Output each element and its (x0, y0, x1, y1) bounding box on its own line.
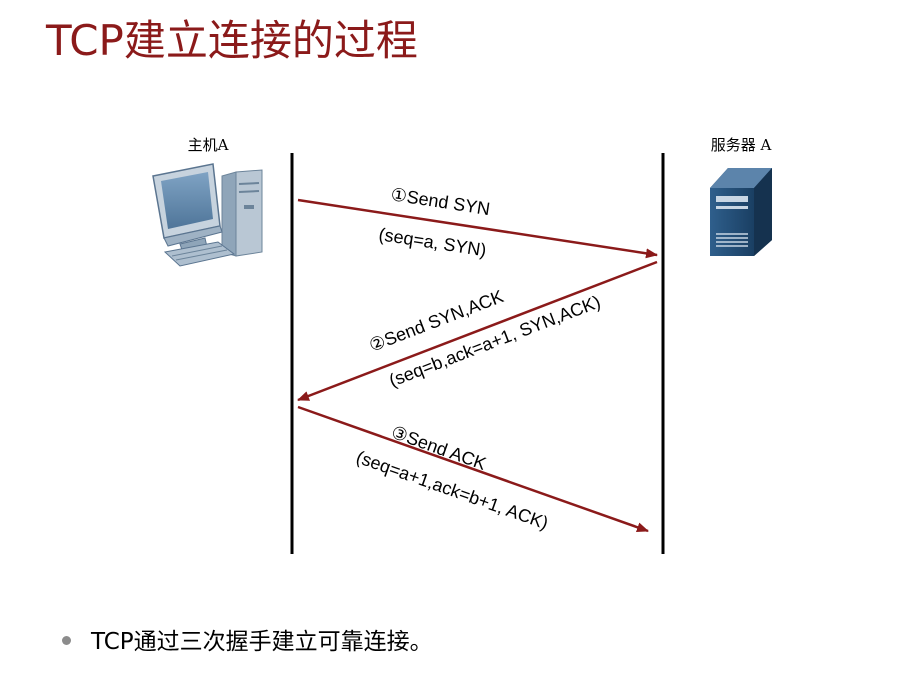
page-title: TCP建立连接的过程 (46, 16, 418, 65)
bullet-item: TCP通过三次握手建立可靠连接。 (62, 622, 433, 656)
syn-arrow (297, 198, 658, 259)
bullet-text: TCP通过三次握手建立可靠连接。 (91, 629, 433, 655)
syn-label: ①Send SYN (389, 184, 491, 219)
host-label: 主机A (188, 136, 229, 154)
syn-params: (seq=a, SYN) (377, 224, 487, 260)
ack-arrow (297, 405, 649, 533)
bullet-dot-icon (62, 636, 71, 645)
desktop-computer-icon (152, 163, 263, 267)
tcp-handshake-diagram: 主机A 服务器 A ①Send SYN (se (152, 136, 772, 554)
syn-ack-arrow (297, 260, 658, 402)
server-tower-icon (710, 168, 772, 256)
server-label: 服务器 A (711, 136, 772, 154)
